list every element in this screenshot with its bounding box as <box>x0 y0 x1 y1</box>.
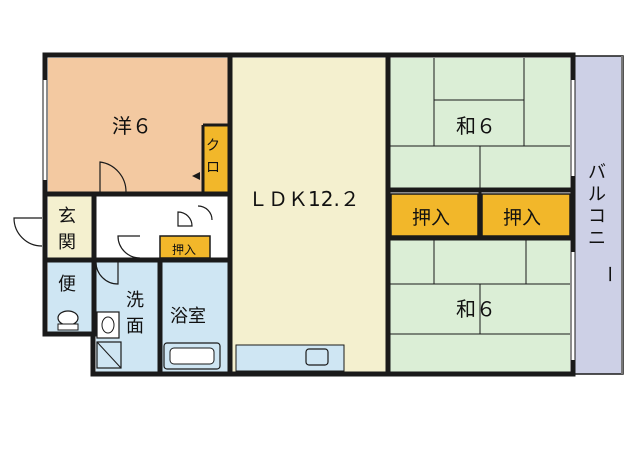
balcony-label: バ ル コ ニ ー <box>588 162 619 283</box>
western-room-label: 洋６ <box>112 114 152 138</box>
kitchen-sink <box>305 348 329 366</box>
svg-text:ル: ル <box>588 184 606 205</box>
entrance-label-2: 関 <box>58 232 76 253</box>
western-room-floor <box>48 58 228 192</box>
tatami-room-top <box>390 58 570 188</box>
balcony-area <box>572 55 624 375</box>
svg-text:バ: バ <box>588 162 606 183</box>
closet-floor <box>203 125 228 192</box>
ldk-label: ＬＤＫ12.２ <box>248 187 360 211</box>
washroom-label-1: 洗 <box>126 290 144 311</box>
closet-label-2: ロ <box>206 160 220 176</box>
oshiire-left-label: 押入 <box>412 207 450 229</box>
washroom-label-2: 面 <box>126 316 144 337</box>
bathroom-label: 浴室 <box>170 306 206 327</box>
toilet-label: 便 <box>58 274 76 295</box>
ldk-floor <box>232 58 386 372</box>
entrance-floor <box>48 196 94 258</box>
svg-text:ニ: ニ <box>588 228 606 249</box>
toilet-tank <box>57 323 79 331</box>
svg-text:コ: コ <box>588 206 606 227</box>
toilet-bowl <box>57 310 79 326</box>
japanese-room-top-label: 和６ <box>456 114 496 138</box>
wash-basin <box>96 311 120 339</box>
oshiire-right-floor <box>481 193 571 237</box>
closet-label-1: ク <box>206 138 220 154</box>
windows <box>43 80 575 360</box>
oshiire-right-label: 押入 <box>503 207 541 229</box>
svg-text:ー: ー <box>598 265 619 283</box>
entrance-label-1: 玄 <box>58 206 76 227</box>
tatami-room-bottom <box>390 240 570 372</box>
oshiire-small-label: 押入 <box>172 243 196 257</box>
door-swings <box>13 161 213 285</box>
japanese-room-bottom-label: 和６ <box>456 297 496 321</box>
